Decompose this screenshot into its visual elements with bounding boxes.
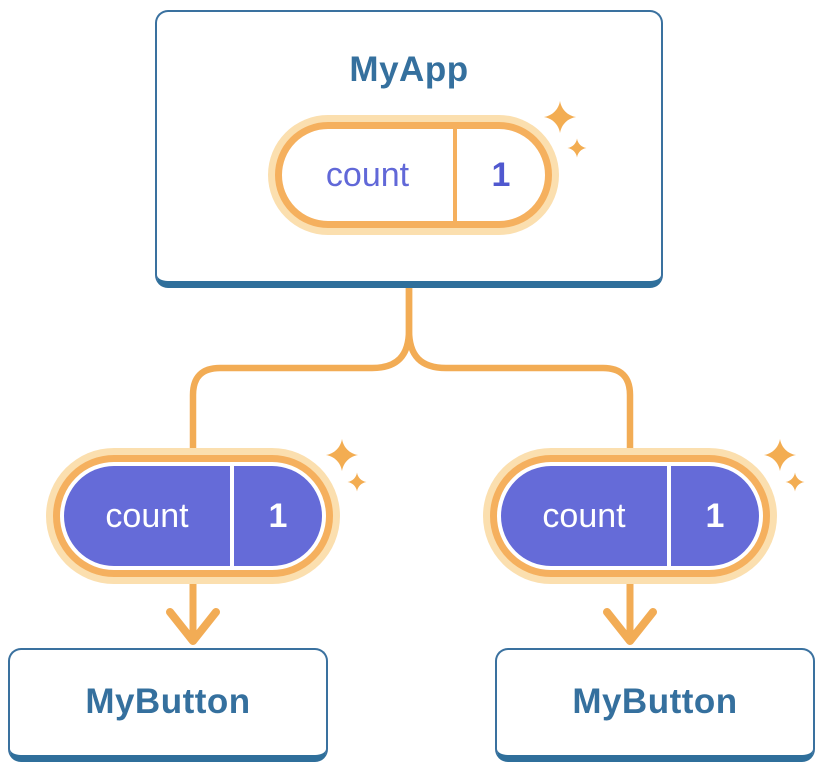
state-key-label: count xyxy=(325,155,410,194)
pill-fill: count 1 xyxy=(64,466,322,566)
state-key-label: count xyxy=(105,496,189,535)
component-title: MyButton xyxy=(572,682,738,721)
arrow-right-head xyxy=(603,608,657,645)
pill-divider xyxy=(230,466,234,566)
state-key-label: count xyxy=(542,496,626,535)
state-value-label: 1 xyxy=(705,496,725,535)
sparkle-icon xyxy=(785,472,805,492)
connector-branch-right xyxy=(405,282,634,456)
sparkle-icon xyxy=(567,138,587,158)
component-card-mybutton-left: MyButton xyxy=(8,648,328,762)
pill-divider xyxy=(667,466,671,566)
state-value-label: 1 xyxy=(491,155,511,194)
component-title: MyButton xyxy=(85,682,251,721)
state-pill-right-child: count 1 xyxy=(490,455,770,577)
arrow-left-head xyxy=(166,608,220,645)
state-pill-root: count 1 xyxy=(275,122,552,228)
pill-divider xyxy=(453,129,457,221)
component-title: MyApp xyxy=(349,50,469,89)
state-value-label: 1 xyxy=(268,496,288,535)
component-card-mybutton-right: MyButton xyxy=(495,648,815,762)
sparkle-icon xyxy=(347,472,367,492)
sparkle-icon xyxy=(543,100,577,134)
sparkle-icon xyxy=(763,438,797,472)
connector-branch-left xyxy=(189,282,413,456)
pill-fill: count 1 xyxy=(501,466,759,566)
state-pill-left-child: count 1 xyxy=(53,455,333,577)
sparkle-icon xyxy=(325,438,359,472)
